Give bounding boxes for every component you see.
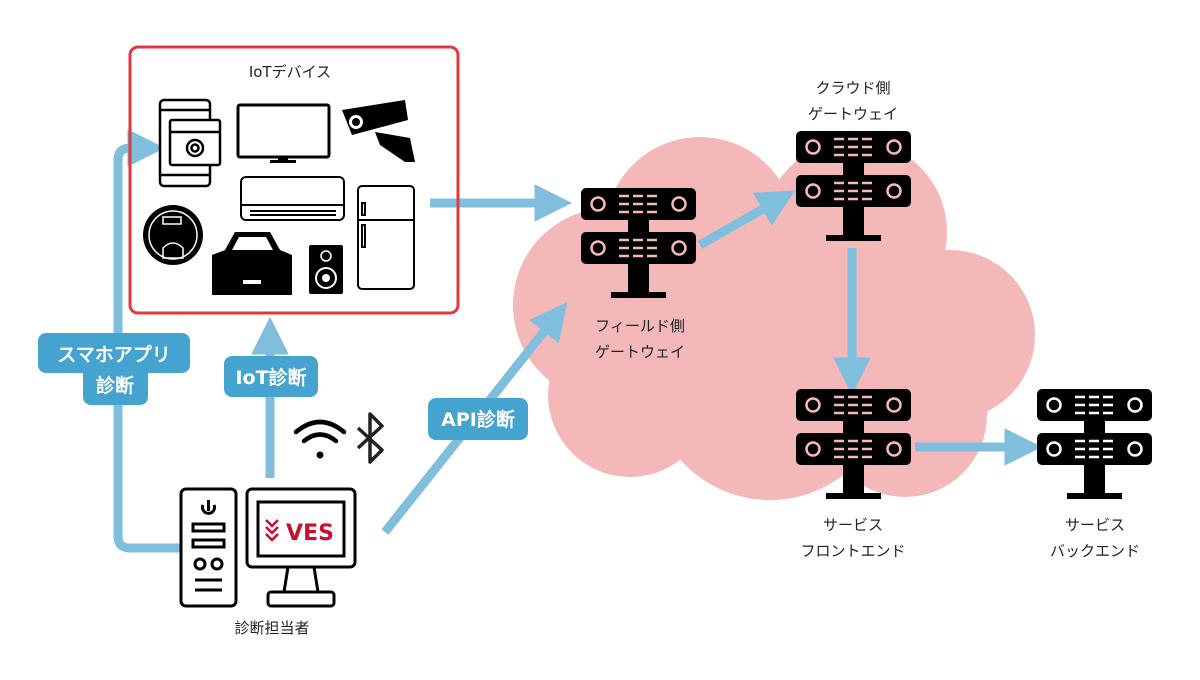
- badge-iot-diagnosis: IoT診断: [224, 356, 318, 397]
- robot-vacuum-icon: [143, 205, 203, 265]
- iot-devices-title: IoTデバイス: [249, 63, 331, 81]
- refrigerator-icon: [357, 185, 415, 290]
- field-gateway-label-1: フィールド側: [595, 317, 685, 335]
- frontend-server-icon: [796, 389, 911, 499]
- bluetooth-icon: [356, 412, 384, 464]
- arrow-field-to-cloud-gateway: [697, 190, 796, 249]
- backend-server-icon: [1037, 389, 1152, 499]
- speaker-icon: [309, 245, 343, 294]
- monitor-icon: VES: [245, 487, 357, 608]
- svg-text:IoT診断: IoT診断: [235, 366, 306, 389]
- field-gateway-label-2: ゲートウェイ: [595, 343, 685, 361]
- air-conditioner-icon: [240, 176, 345, 221]
- car-icon: [212, 232, 292, 295]
- frontend-label-1: サービス: [823, 516, 883, 534]
- iot-devices-box: [128, 45, 460, 315]
- badge-smartphone-app-diagnosis: スマホアプリ 診断: [38, 333, 190, 405]
- cloud-gateway-label-2: ゲートウェイ: [808, 105, 898, 123]
- backend-label-1: サービス: [1065, 516, 1125, 534]
- backend-label-2: バックエンド: [1050, 542, 1140, 560]
- ves-logo: VES: [265, 519, 334, 546]
- frontend-label-2: フロントエンド: [800, 542, 905, 560]
- tv-icon: [236, 103, 331, 163]
- svg-text:API診断: API診断: [441, 408, 515, 431]
- field-gateway-server-icon: [581, 188, 696, 298]
- security-camera-icon: [342, 100, 415, 162]
- badge-api-diagnosis: API診断: [428, 398, 528, 440]
- cloud-gateway-server-icon: [796, 131, 911, 241]
- svg-text:VES: VES: [286, 521, 334, 546]
- svg-text:診断: 診断: [96, 374, 134, 397]
- operator-label: 診断担当者: [234, 619, 309, 637]
- cloud-gateway-label-1: クラウド側: [815, 79, 890, 97]
- wifi-icon: [293, 419, 347, 459]
- pc-tower-icon: [179, 487, 238, 608]
- smartphone-settings-icon: [158, 98, 222, 188]
- svg-text:スマホアプリ: スマホアプリ: [57, 343, 170, 366]
